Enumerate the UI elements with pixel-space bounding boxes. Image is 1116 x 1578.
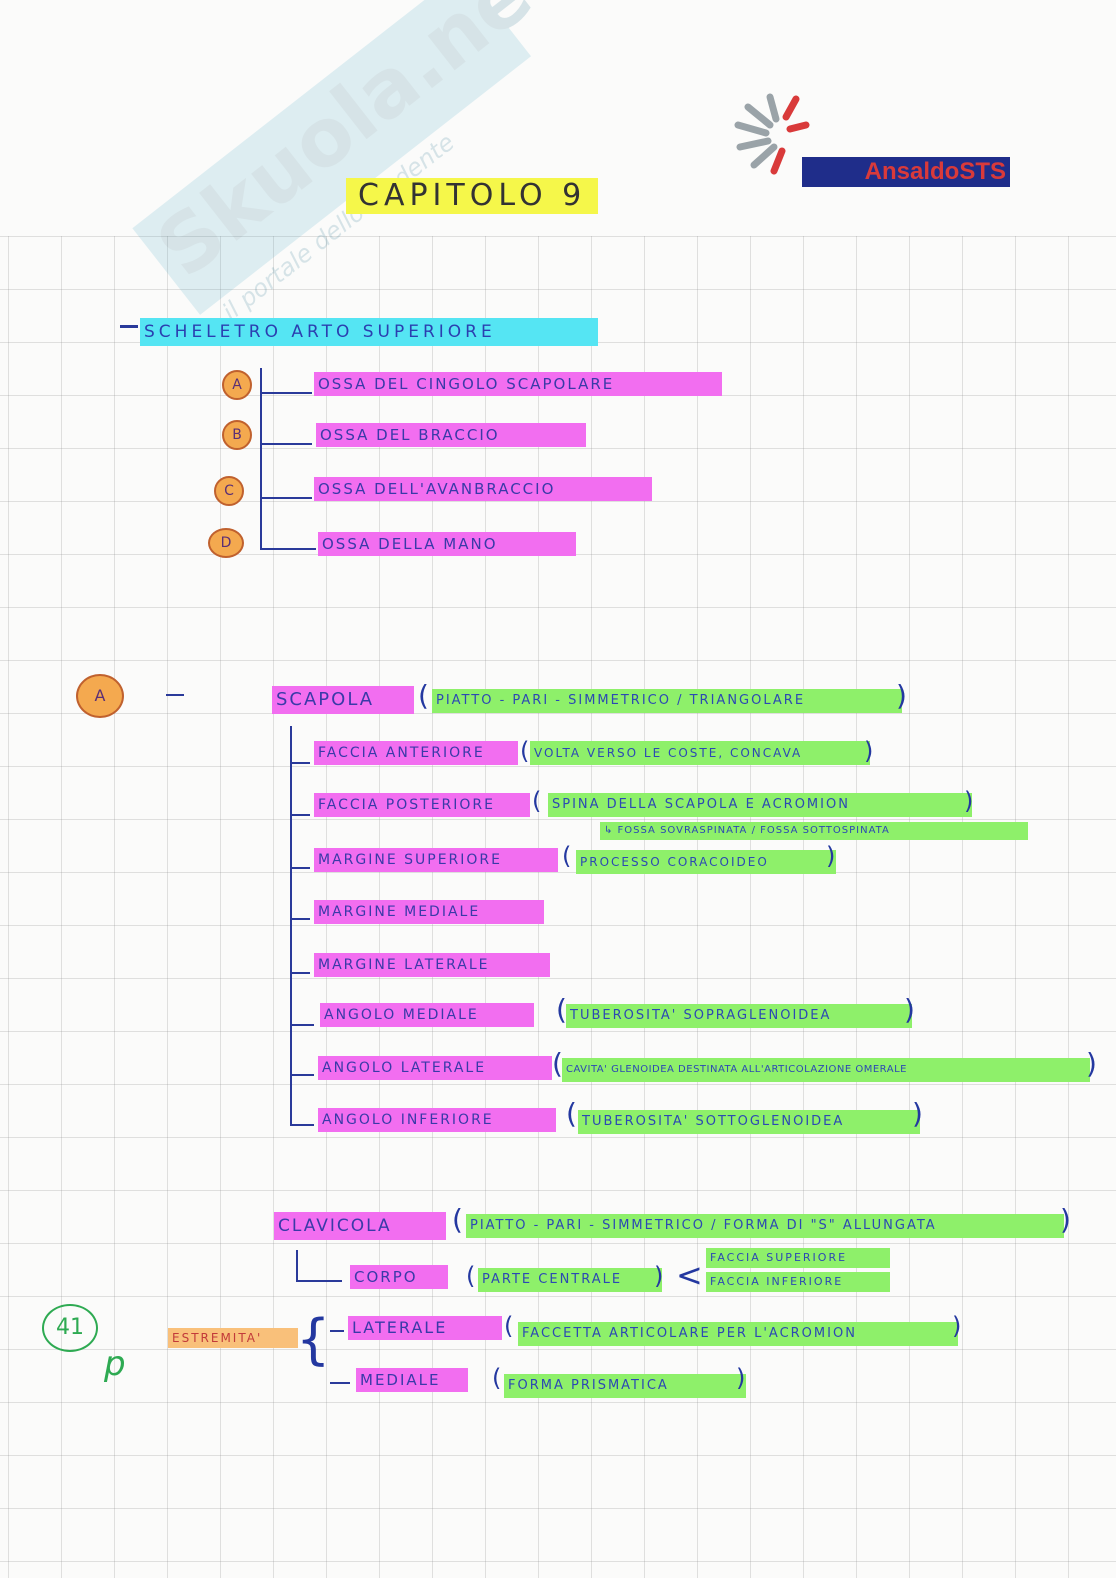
scapola-item: MARGINE MEDIALE: [314, 900, 544, 924]
overview-bracket: [260, 368, 262, 550]
paren-close: ): [1060, 1203, 1071, 1236]
scapola-item: ANGOLO MEDIALE: [320, 1003, 534, 1027]
connector: [262, 443, 312, 445]
paren-close: ): [1086, 1047, 1097, 1080]
scapola-item-desc: VOLTA VERSO LE COSTE, CONCAVA: [530, 741, 870, 765]
mediale-desc: FORMA PRISMATICA: [504, 1374, 746, 1398]
paren-open: (: [418, 679, 429, 712]
paren-open: (: [532, 787, 542, 815]
estremita-label: ESTREMITA': [168, 1328, 298, 1348]
paren-open: (: [520, 737, 530, 765]
paren-open: (: [562, 842, 572, 870]
paren-open: (: [552, 1047, 563, 1080]
scapola-item-desc: TUBEROSITA' SOTTOGLENOIDEA: [578, 1110, 920, 1134]
paren-close: ): [864, 737, 874, 765]
marker-a-large: A: [76, 674, 124, 718]
corpo-desc: PARTE CENTRALE: [478, 1268, 662, 1292]
paren-close: ): [654, 1262, 664, 1290]
clavicola-bracket: [296, 1250, 298, 1280]
scapola-item-desc: TUBEROSITA' SOPRAGLENOIDEA: [566, 1004, 912, 1028]
page-number: 41: [56, 1315, 84, 1340]
scapola-item: MARGINE SUPERIORE: [314, 848, 558, 872]
connector: [290, 814, 310, 816]
page-mark: p: [104, 1344, 126, 1384]
connector: [290, 1074, 314, 1076]
clavicola-desc: PIATTO - PARI - SIMMETRICO / FORMA DI "S…: [466, 1214, 1064, 1238]
corpo-face: FACCIA SUPERIORE: [706, 1248, 890, 1268]
connector: [262, 392, 312, 394]
paren-open: (: [452, 1203, 463, 1236]
paren-open: (: [504, 1312, 514, 1340]
paren-open: (: [466, 1262, 476, 1290]
connector: [296, 1280, 342, 1282]
dash: [166, 694, 184, 696]
connector: [290, 762, 310, 764]
connector: [290, 972, 310, 974]
section-dash: [120, 325, 138, 328]
marker-a: A: [222, 370, 252, 400]
clavicola-title: CLAVICOLA: [274, 1212, 446, 1240]
paren-close: ): [904, 993, 915, 1026]
connector: [290, 1124, 314, 1126]
overview-item: OSSA DELL'AVANBRACCIO: [314, 477, 652, 501]
paren-open: (: [492, 1364, 502, 1392]
scapola-item-desc: CAVITA' GLENOIDEA DESTINATA ALL'ARTICOLA…: [562, 1058, 1090, 1082]
paren-close: ): [952, 1312, 962, 1340]
scapola-item-desc: PROCESSO CORACOIDEO: [576, 850, 836, 874]
chevron-left-icon: <: [676, 1256, 703, 1294]
mediale-label: MEDIALE: [356, 1368, 468, 1392]
marker-c: C: [214, 476, 244, 506]
laterale-label: LATERALE: [348, 1316, 502, 1340]
marker-b: B: [222, 420, 252, 450]
dash: [330, 1382, 350, 1384]
section-label: SCHELETRO ARTO SUPERIORE: [140, 318, 598, 346]
paren-close: ): [912, 1097, 923, 1130]
connector: [290, 918, 310, 920]
page-title: CAPITOLO 9: [346, 178, 599, 214]
overview-item: OSSA DEL CINGOLO SCAPOLARE: [314, 372, 722, 396]
scapola-item: MARGINE LATERALE: [314, 953, 550, 977]
dash: [330, 1330, 344, 1332]
paren-open: (: [566, 1097, 577, 1130]
connector: [290, 867, 310, 869]
scapola-item: FACCIA ANTERIORE: [314, 741, 518, 765]
scapola-item: ANGOLO LATERALE: [318, 1056, 552, 1080]
overview-item: OSSA DELLA MANO: [318, 532, 576, 556]
paren-open: (: [556, 993, 567, 1026]
connector: [290, 1024, 314, 1026]
corpo-face: FACCIA INFERIORE: [706, 1272, 890, 1292]
overview-item: OSSA DEL BRACCIO: [316, 423, 586, 447]
page-number-circle: 41: [42, 1304, 98, 1352]
scapola-item: ANGOLO INFERIORE: [318, 1108, 556, 1132]
logo: AnsaldoSTS: [730, 85, 1020, 195]
paren-close: ): [964, 787, 974, 815]
scapola-title: SCAPOLA: [272, 686, 414, 714]
curly-brace: {: [296, 1308, 331, 1371]
scapola-bracket: [290, 726, 292, 1126]
scapola-desc: PIATTO - PARI - SIMMETRICO / TRIANGOLARE: [432, 689, 902, 713]
corpo-label: CORPO: [350, 1265, 448, 1289]
paren-close: ): [896, 679, 907, 712]
connector: [262, 497, 312, 499]
laterale-desc: FACCETTA ARTICOLARE PER L'ACROMION: [518, 1322, 958, 1346]
scapola-item-desc: SPINA DELLA SCAPOLA E ACROMION: [548, 793, 972, 817]
marker-d: D: [208, 528, 244, 558]
paren-close: ): [826, 842, 836, 870]
connector: [262, 548, 316, 550]
logo-wordmark: AnsaldoSTS: [802, 157, 1010, 187]
scapola-item-sub: ↳ FOSSA SOVRASPINATA / FOSSA SOTTOSPINAT…: [600, 822, 1028, 840]
sunburst-icon: [734, 93, 810, 175]
paren-close: ): [736, 1364, 746, 1392]
scapola-item: FACCIA POSTERIORE: [314, 793, 530, 817]
